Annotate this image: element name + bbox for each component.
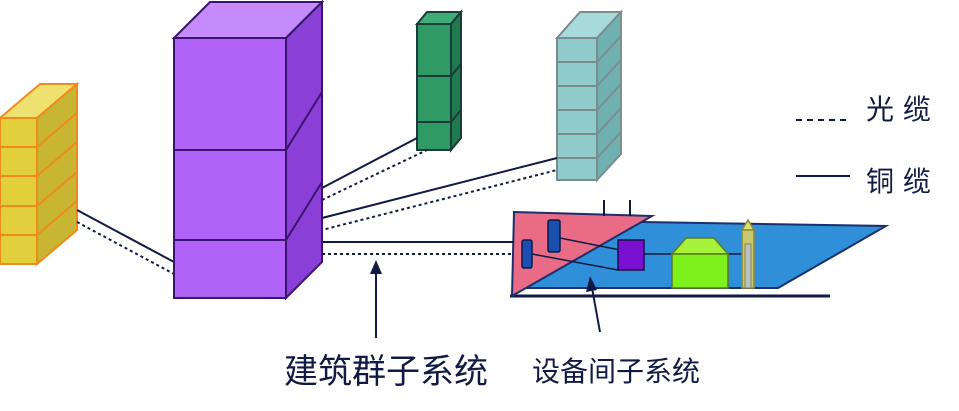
equipment-room-subsystem-caption: 设备间子系统 bbox=[532, 355, 701, 388]
equipment-subsystem-arrow bbox=[586, 276, 601, 333]
building-subsystem-caption: 建筑群子系统 bbox=[284, 352, 488, 392]
legend-copper-label: 铜 缆 bbox=[866, 165, 931, 198]
purple-building bbox=[171, 0, 325, 301]
teal-building bbox=[554, 9, 624, 183]
green-building bbox=[414, 9, 464, 153]
copper-cable-teal bbox=[321, 157, 558, 219]
fiber-cable-yellow bbox=[76, 221, 175, 275]
copper-cable-green bbox=[321, 137, 418, 189]
fiber-cable-green bbox=[321, 149, 428, 201]
equipment-room bbox=[510, 200, 890, 298]
yellow-building bbox=[0, 81, 80, 267]
legend-fiber-label: 光 缆 bbox=[866, 93, 931, 126]
copper-cable-yellow bbox=[76, 209, 175, 263]
building-subsystem-arrow bbox=[370, 260, 382, 338]
